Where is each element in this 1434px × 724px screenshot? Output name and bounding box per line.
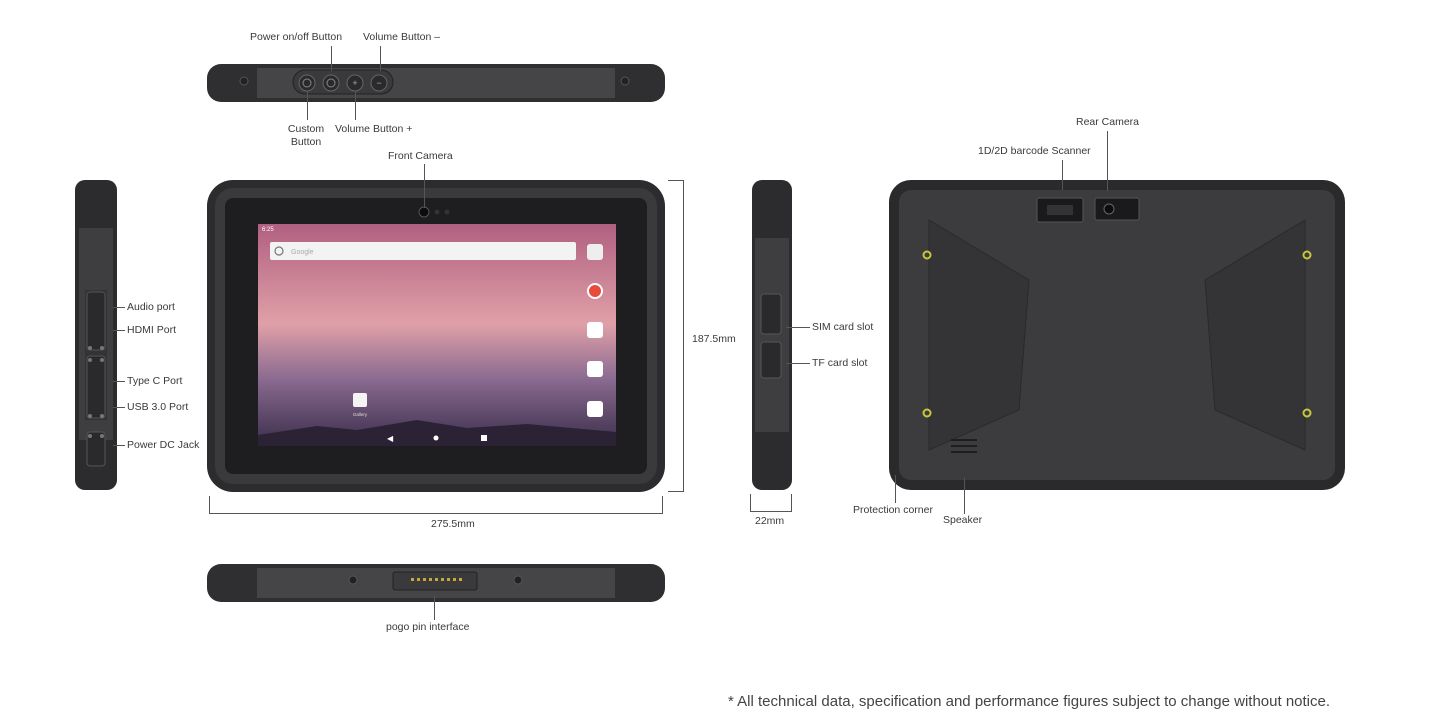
label-sim-slot: SIM card slot [812, 321, 874, 333]
svg-text:Google: Google [291, 249, 314, 256]
screw-icon [513, 575, 523, 585]
search-icon [274, 246, 284, 256]
camera-app-icon [587, 244, 603, 260]
label-audio-port: Audio port [127, 301, 175, 313]
chrome-app-icon [587, 283, 603, 299]
front-view: 6:25 Google Gallery ◀ [207, 180, 665, 492]
front-camera-icon [418, 206, 430, 218]
label-protection-corner: Protection corner [853, 504, 933, 516]
screw-icon [348, 575, 358, 585]
custom-button-icon [298, 74, 316, 92]
rear-camera-icon [1103, 203, 1115, 215]
messages-app-icon [587, 361, 603, 377]
svg-text:−: − [376, 78, 381, 88]
screw-icon [239, 76, 249, 86]
dc-jack-cover [86, 431, 106, 467]
volume-plus-icon: + [346, 74, 364, 92]
label-rear-camera: Rear Camera [1076, 116, 1140, 128]
gallery-app-icon [353, 393, 367, 407]
dimension-height: 187.5mm [692, 333, 736, 345]
speaker-grille-icon [951, 439, 977, 453]
rear-camera-window [1094, 197, 1140, 221]
tf-card-slot-cover [760, 341, 782, 379]
volume-minus-icon: − [370, 74, 388, 92]
left-side-view [75, 180, 117, 490]
label-type-c-port: Type C Port [127, 375, 183, 387]
label-front-camera: Front Camera [388, 150, 453, 162]
screw-icon [620, 76, 630, 86]
gallery-app-label: Gallery [353, 412, 368, 417]
label-volume-plus: Volume Button + [335, 123, 413, 135]
back-nav-icon: ◀ [387, 434, 394, 443]
rear-view [889, 180, 1345, 490]
tablet-screen [258, 224, 616, 446]
label-volume-minus: Volume Button – [363, 31, 441, 43]
phone-app-icon [587, 401, 603, 417]
bottom-edge-view [207, 564, 665, 602]
label-power-button: Power on/off Button [250, 31, 343, 43]
status-time: 6:25 [262, 227, 274, 233]
power-button-icon [322, 74, 340, 92]
label-dc-jack: Power DC Jack [127, 439, 200, 451]
home-nav-icon [433, 435, 439, 441]
svg-text:+: + [352, 78, 357, 88]
dimension-thickness: 22mm [755, 515, 785, 527]
label-usb-port: USB 3.0 Port [127, 401, 189, 413]
dimension-width: 275.5mm [431, 518, 475, 530]
right-side-view [752, 180, 792, 490]
recents-nav-icon [481, 435, 487, 441]
music-app-icon [587, 322, 603, 338]
label-pogo-pin: pogo pin interface [386, 621, 470, 633]
label-barcode-scanner: 1D/2D barcode Scanner [978, 145, 1091, 157]
sim-card-slot-cover [760, 293, 782, 335]
label-tf-slot: TF card slot [812, 357, 868, 369]
label-hdmi-port: HDMI Port [127, 324, 177, 336]
audio-hdmi-cover [86, 291, 106, 351]
search-bar [270, 242, 576, 260]
usb-typec-cover [86, 355, 106, 419]
label-speaker: Speaker [943, 514, 983, 526]
top-edge-view: + − [207, 64, 665, 102]
disclaimer-footnote: * All technical data, specification and … [728, 693, 1331, 710]
